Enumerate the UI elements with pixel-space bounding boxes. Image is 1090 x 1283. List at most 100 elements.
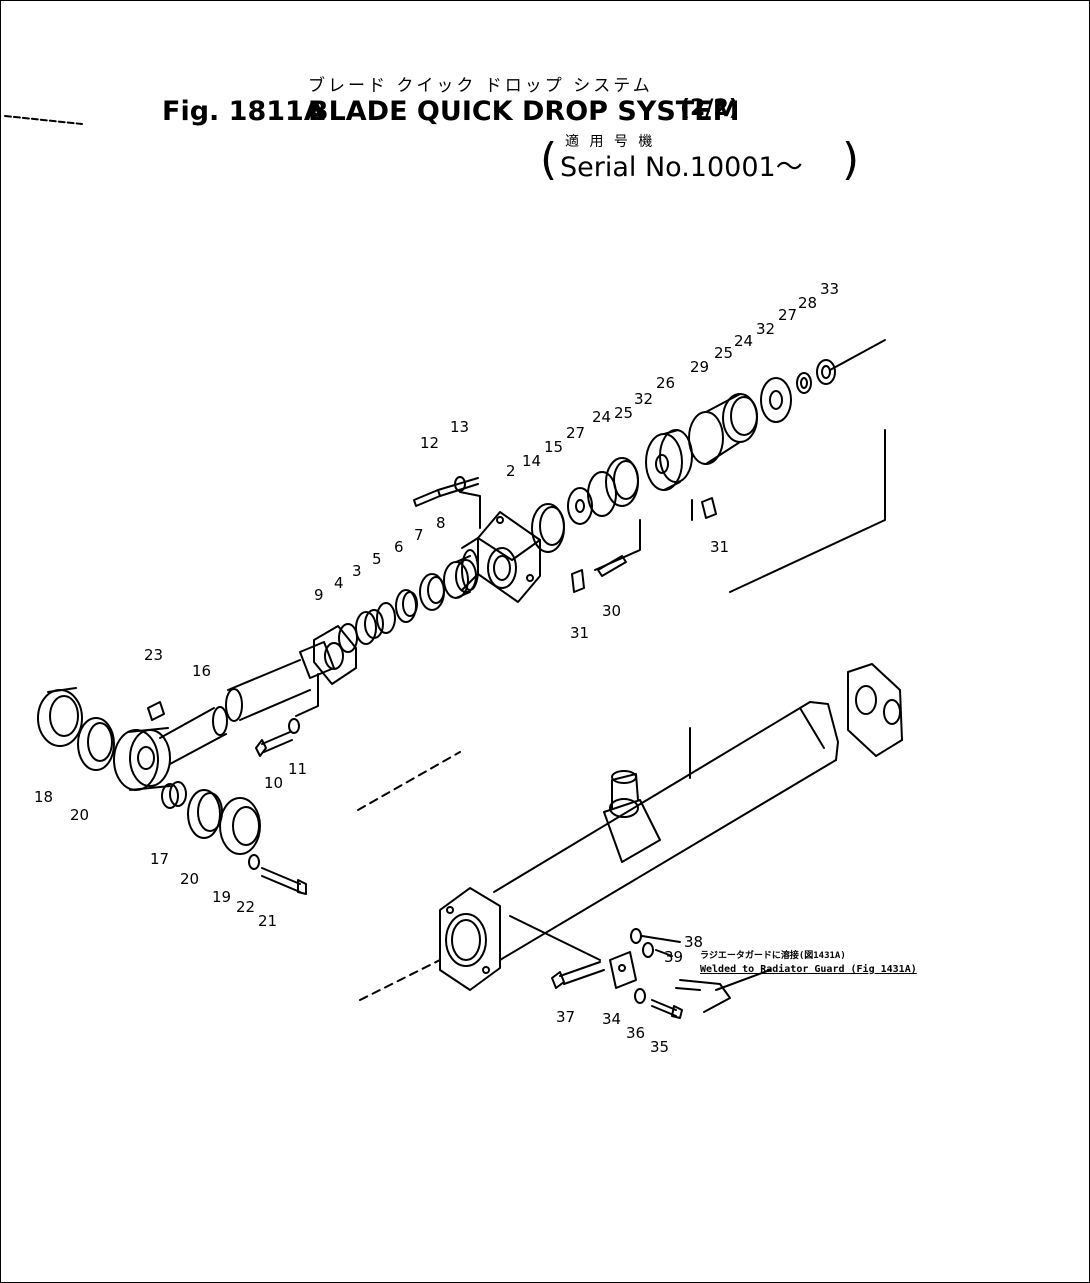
callout-29: 29 (690, 358, 710, 376)
callout-38: 38 (684, 933, 704, 951)
part-31-clip-right (701, 497, 717, 519)
part-34-bracket (609, 951, 637, 989)
shaft (225, 641, 335, 722)
bracket-line-right (729, 429, 886, 593)
part-3-bushing (355, 609, 384, 645)
callout-14: 14 (522, 452, 542, 470)
callout-33: 33 (820, 280, 840, 298)
part-39-washer (642, 942, 654, 958)
callout-31-left: 31 (570, 624, 590, 642)
part-36-washer (634, 988, 646, 1004)
callout-32: 32 (756, 320, 776, 338)
part-20-ring-left (77, 717, 115, 771)
callout-25: 25 (714, 344, 734, 362)
part-21-bolt (261, 867, 307, 895)
part-20-ring-right (187, 789, 223, 839)
note-english: Welded to Radiator Guard (Fig 1431A) (700, 964, 917, 975)
callout-30: 30 (602, 602, 622, 620)
sheet-number: (2/2) (680, 96, 739, 121)
callout-23: 23 (144, 646, 164, 664)
part-9-flange (313, 625, 357, 685)
part-18-cap (37, 687, 83, 747)
axis-line-upper-right (829, 339, 886, 371)
callout-19: 19 (212, 888, 232, 906)
callout-13: 13 (450, 418, 470, 436)
part-14-ring (531, 503, 565, 553)
callout-9: 9 (314, 586, 324, 604)
leader-39 (655, 949, 673, 957)
part-31-clip-left (571, 569, 585, 593)
callout-12: 12 (420, 434, 440, 452)
dash-line-left (357, 751, 461, 811)
callout-4: 4 (334, 574, 344, 592)
part-17-bushing (161, 781, 187, 809)
part-25-ring (605, 457, 639, 507)
cylinder-tube (493, 701, 839, 961)
part-19-cap (219, 797, 261, 855)
part-33-nut (816, 359, 836, 385)
callout-24: 24 (734, 332, 754, 350)
callout-37: 37 (556, 1008, 576, 1026)
part-16-tube (159, 706, 228, 765)
callout-21: 21 (258, 912, 278, 930)
callout-6: 6 (394, 538, 404, 556)
cylinder-trunnion (603, 770, 661, 863)
part-8-ring (443, 555, 477, 599)
callout-32-lower: 32 (634, 390, 654, 408)
callout-10: 10 (264, 774, 284, 792)
callout-26: 26 (656, 374, 676, 392)
serial-number: Serial No.10001～ (560, 152, 803, 183)
pivot-block (113, 727, 171, 791)
part-30-pin (597, 555, 627, 577)
part-11-washer (288, 718, 300, 734)
part-38-nut (630, 928, 642, 944)
cylinder-rod-end (847, 663, 903, 757)
callout-2: 2 (506, 462, 516, 480)
title-japanese: ブレード クイック ドロップ システム (308, 76, 653, 96)
part-23-fitting (147, 701, 165, 721)
serial-japanese: 適 用 号 機 (565, 134, 656, 150)
part-7-ring (419, 573, 445, 611)
serial-close-paren: ) (842, 134, 860, 185)
callout-3: 3 (352, 562, 362, 580)
axis-line-mid (594, 519, 641, 571)
part-5-ring (376, 602, 396, 634)
leader-to-bracket (509, 915, 601, 961)
leader-38 (641, 935, 681, 943)
callout-8: 8 (436, 514, 446, 532)
part-2-housing (461, 511, 541, 603)
note-japanese: ラジエータガードに溶接(図1431A) (700, 951, 846, 961)
callout-27-lower: 27 (566, 424, 586, 442)
part-27-plate-lower (567, 487, 593, 525)
callout-36: 36 (626, 1024, 646, 1042)
part-10-bolt (255, 731, 293, 757)
callout-34: 34 (602, 1010, 622, 1028)
serial-open-paren: ( (540, 134, 558, 185)
part-6-ring (395, 589, 418, 623)
callout-16: 16 (192, 662, 212, 680)
callout-35: 35 (650, 1038, 670, 1056)
radiator-guard-lug (675, 969, 771, 1013)
callout-15: 15 (544, 438, 564, 456)
part-29-ring (688, 393, 741, 465)
part-28-washer (796, 372, 812, 394)
callout-24-lower: 24 (592, 408, 612, 426)
part-12-bolt (413, 477, 479, 507)
callout-20-left: 20 (70, 806, 90, 824)
part-27-plate (760, 377, 792, 423)
callout-7: 7 (414, 526, 424, 544)
dash-line-lower (359, 959, 441, 1001)
callout-11: 11 (288, 760, 308, 778)
part-4-seal (338, 623, 358, 653)
cylinder-head-flange (439, 887, 501, 991)
callout-20-right: 20 (180, 870, 200, 888)
part-37-bolt (551, 961, 605, 989)
part-22-washer (248, 854, 260, 870)
callout-22: 22 (236, 898, 256, 916)
callout-18: 18 (34, 788, 54, 806)
callout-17: 17 (150, 850, 170, 868)
callout-39: 39 (664, 948, 684, 966)
figure-title: BLADE QUICK DROP SYSTEM (308, 96, 740, 127)
callout-28: 28 (798, 294, 818, 312)
